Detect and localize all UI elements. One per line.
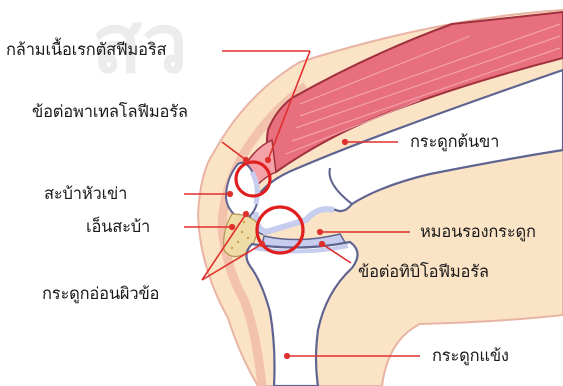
label-tibia: กระดูกแข้ง	[432, 346, 509, 366]
label-patellar-tendon: เอ็นสะบ้า	[86, 217, 150, 237]
label-femur: กระดูกต้นขา	[410, 132, 499, 152]
label-patella: สะบ้าหัวเข่า	[44, 184, 127, 204]
label-rectus-femoris: กล้ามเนื้อเรกตัสฟีมอริส	[6, 40, 166, 60]
label-patellofemoral-joint: ข้อต่อพาเทลโลฟีมอรัล	[32, 102, 188, 122]
label-articular-cartilage: กระดูกอ่อนผิวข้อ	[42, 284, 159, 304]
label-meniscus: หมอนรองกระดูก	[420, 222, 536, 242]
label-tibiofemoral-joint: ข้อต่อทิบิโอฟีมอรัล	[358, 262, 489, 282]
